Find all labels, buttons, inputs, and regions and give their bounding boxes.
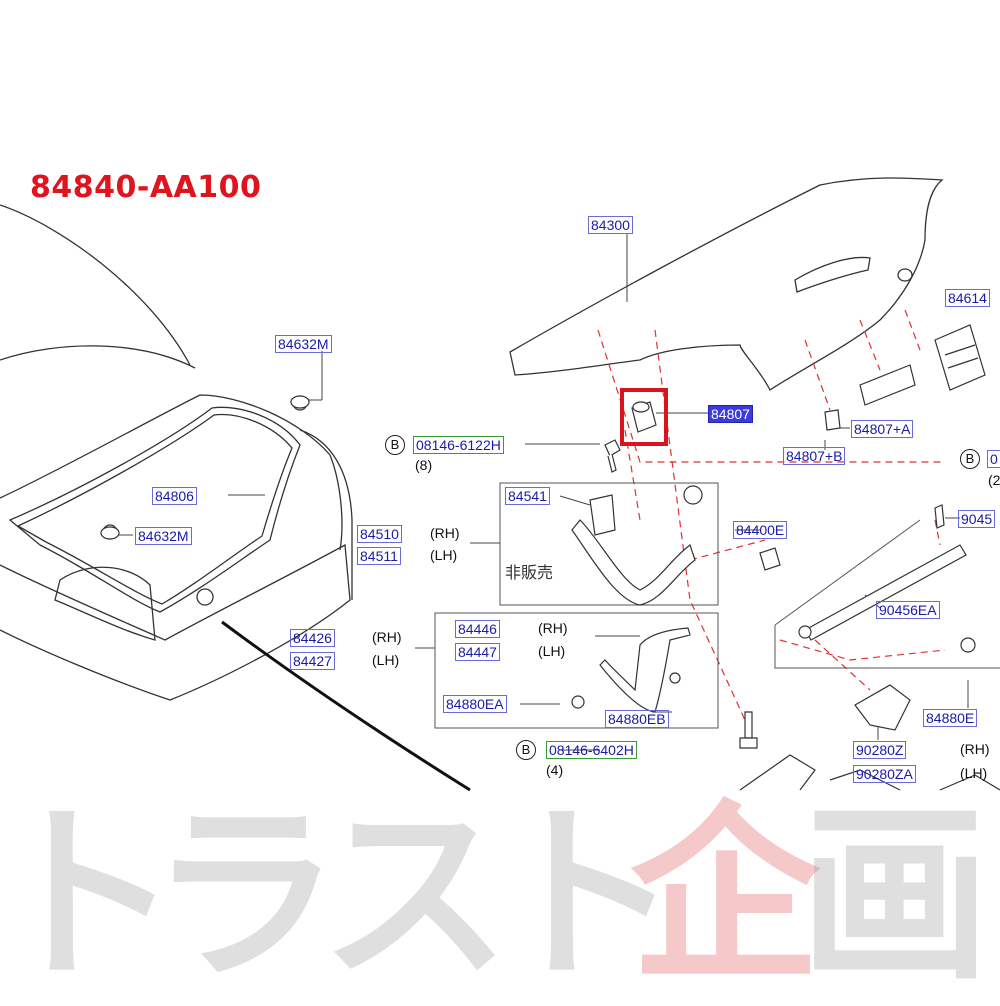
quantity-note: (8) (415, 457, 433, 473)
watermark-char: ラ (150, 783, 341, 1006)
car-rear-bumper (0, 543, 351, 701)
callout-curve (221, 620, 471, 792)
watermark: ト ラ ス ト 企 画 (0, 790, 1000, 1000)
side-note-lh: (LH) (538, 643, 566, 659)
not-sold-note: 非販売 (505, 565, 554, 582)
group-box-84446 (434, 612, 719, 729)
part-label-84446[interactable]: 84446 (455, 620, 500, 638)
car-rear-window (0, 345, 196, 369)
part-label-84426[interactable]: 84426 (290, 629, 335, 647)
part-label-84807-a[interactable]: 84807+A (851, 420, 914, 438)
part-label-84447[interactable]: 84447 (455, 643, 500, 661)
side-note-lh: (LH) (372, 652, 400, 668)
group-box-84541 (499, 482, 719, 606)
watermark-char: ト (0, 783, 181, 1006)
part-label-84632m-bottom[interactable]: 84632M (135, 527, 192, 545)
part-label-84511[interactable]: 84511 (357, 547, 401, 565)
part-label-84880eb[interactable]: 84880EB (605, 710, 669, 728)
part-label-90280z[interactable]: 90280Z (853, 741, 907, 759)
part-label-84614[interactable]: 84614 (945, 289, 990, 307)
part-label-84807-b[interactable]: 84807+B (783, 447, 846, 465)
car-trunk-lid-outline (0, 394, 343, 551)
car-trunk-seal (16, 413, 293, 605)
watermark-char: 企 (630, 783, 821, 1006)
hinge-arm (571, 519, 696, 606)
side-note-rh: (RH) (372, 629, 402, 645)
quantity-note: (2 (988, 472, 1000, 488)
gas-stay (804, 544, 967, 641)
bolt-marker-b: B (516, 740, 536, 760)
part-label-90280za[interactable]: 90280ZA (853, 765, 916, 783)
part-label-08146-6122h[interactable]: 08146-6122H (413, 436, 504, 454)
part-label-08146-6402h[interactable]: 08146-6402H (546, 741, 637, 759)
latch-84614 (934, 324, 986, 391)
side-note-rh: (RH) (538, 620, 568, 636)
part-number-title: 84840-AA100 (30, 170, 262, 205)
watermark-char: ス (320, 783, 511, 1006)
bolt-marker-b: B (960, 449, 980, 469)
side-note-lh: (LH) (960, 765, 988, 781)
group-box-stay (774, 625, 1000, 669)
part-label-84880ea[interactable]: 84880EA (443, 695, 507, 713)
part-label-84427[interactable]: 84427 (290, 652, 335, 670)
watermark-char: ト (490, 783, 681, 1006)
part-label-84400e[interactable]: 84400E (733, 521, 788, 539)
part-label-84806[interactable]: 84806 (152, 487, 197, 505)
part-label-84880e[interactable]: 84880E (923, 709, 978, 727)
part-label-84510[interactable]: 84510 (357, 525, 402, 543)
car-side (299, 429, 353, 600)
quantity-note: (4) (546, 762, 564, 778)
part-label-9045[interactable]: 9045 (958, 510, 996, 528)
side-note-lh: (LH) (430, 547, 458, 563)
part-label-84807[interactable]: 84807 (708, 405, 753, 423)
car-taillight (54, 566, 156, 641)
bolt-marker-b: B (385, 435, 405, 455)
side-note-rh: (RH) (430, 525, 460, 541)
part-label-84300[interactable]: 84300 (588, 216, 633, 234)
part-label-84632m-top[interactable]: 84632M (275, 335, 332, 353)
car-trunk-opening (8, 406, 301, 613)
part-label-90456ea[interactable]: 90456EA (876, 601, 940, 619)
side-note-rh: (RH) (960, 741, 990, 757)
hinge-84446 (599, 627, 691, 713)
part-label-84541[interactable]: 84541 (505, 487, 550, 505)
highlight-box (620, 388, 668, 446)
watermark-char: 画 (800, 783, 991, 1006)
part-label-0-right[interactable]: 0 (987, 450, 1000, 468)
car-roof-outline (0, 204, 191, 366)
trunk-lid (509, 177, 944, 391)
